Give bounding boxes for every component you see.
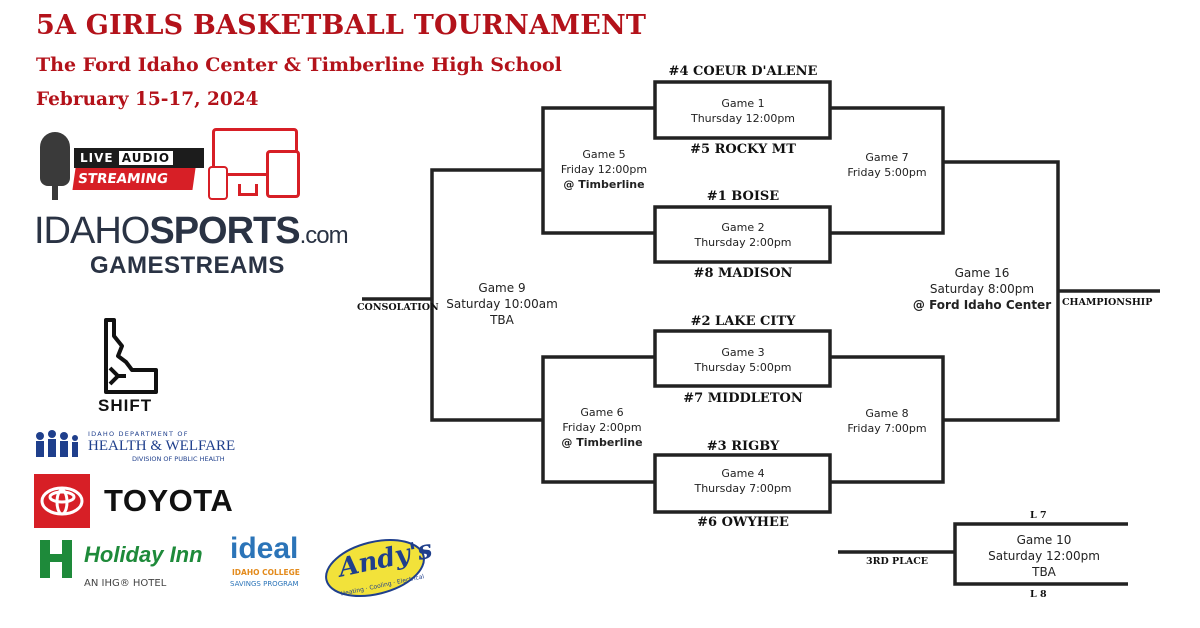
microphone-icon [40, 132, 70, 200]
game2-name: Game 2 [721, 221, 765, 234]
game4-name: Game 4 [721, 467, 765, 480]
hw-line3: DIVISION OF PUBLIC HEALTH [132, 455, 225, 463]
game7-time: Friday 5:00pm [847, 166, 927, 179]
shift-logo: SHIFT [92, 316, 172, 418]
holiday-inn-h-icon [40, 540, 72, 578]
game8-time: Friday 7:00pm [847, 422, 927, 435]
idaho-text: IDAHO [34, 210, 150, 252]
game1-time: Thursday 12:00pm [690, 112, 796, 125]
team-g4-bottom: #6 OWYHEE [697, 515, 789, 530]
live-audio-banner: LIVE AUDIO [74, 148, 204, 168]
sports-text: SPORTS [149, 210, 300, 252]
game3-info: Game 3 Thursday 5:00pm [694, 345, 791, 375]
game10-venue: TBA [1032, 565, 1056, 579]
live-audio-streaming-logo: LIVE AUDIO STREAMING [36, 128, 206, 202]
holiday-inn-logo: Holiday Inn AN IHG® HOTEL [34, 536, 216, 596]
game6-info: Game 6 Friday 2:00pm @ Timberline [561, 405, 642, 450]
team-g4-top: #3 RIGBY [706, 439, 780, 454]
hw-line2: HEALTH & WELFARE [88, 438, 236, 454]
game16-venue: @ Ford Idaho Center [912, 298, 1052, 312]
game7-info: Game 7 Friday 5:00pm [847, 150, 926, 180]
game10-bracket [953, 522, 1128, 586]
game16-time: Saturday 8:00pm [929, 282, 1035, 296]
game5-time: Friday 12:00pm [560, 163, 648, 176]
game9-venue: TBA [490, 313, 514, 327]
game16-name: Game 16 [954, 266, 1010, 280]
game4-time: Thursday 7:00pm [694, 482, 792, 495]
tablet-icon [266, 150, 300, 198]
holiday-inn-subtext: AN IHG® HOTEL [84, 578, 167, 589]
monitor-stand-icon [238, 184, 258, 196]
audio-text: AUDIO [118, 151, 174, 165]
game6-name: Game 6 [580, 406, 624, 419]
game9-bracket [430, 168, 543, 422]
game6-time: Friday 2:00pm [562, 421, 642, 434]
ideal-subtext2: SAVINGS PROGRAM [230, 580, 299, 588]
ideal-logo: ideal IDAHO COLLEGE SAVINGS PROGRAM [226, 532, 310, 598]
game5-info: Game 5 Friday 12:00pm @ Timberline [561, 147, 647, 192]
game16-info: Game 16 Saturday 8:00pm @ Ford Idaho Cen… [913, 265, 1051, 313]
game1-box [653, 80, 832, 140]
health-welfare-logo: IDAHO DEPARTMENT OF HEALTH & WELFARE DIV… [32, 428, 236, 466]
team-g1-top: #4 COEUR D'ALENE [668, 64, 818, 79]
consolation-label: CONSOLATION [357, 302, 439, 313]
game4-box [653, 453, 832, 514]
venue-subtitle: The Ford Idaho Center & Timberline High … [36, 54, 562, 76]
live-text: LIVE [80, 151, 114, 165]
holiday-inn-text: Holiday Inn [84, 542, 203, 567]
game5-name: Game 5 [582, 148, 626, 161]
game7-bracket [830, 106, 945, 235]
loser-game7-label: L 7 [1030, 510, 1047, 521]
game5-venue: @ Timberline [563, 178, 645, 191]
people-icon [36, 430, 78, 457]
game8-info: Game 8 Friday 7:00pm [847, 406, 926, 436]
championship-label: CHAMPIONSHIP [1062, 297, 1153, 308]
toyota-logo: TOYOTA [34, 474, 244, 528]
andys-logo: Andy's Heating · Cooling · Electrical [322, 532, 435, 604]
game3-time: Thursday 5:00pm [694, 361, 792, 374]
game10-time: Saturday 12:00pm [988, 549, 1100, 563]
game2-time: Thursday 2:00pm [694, 236, 792, 249]
game4-info: Game 4 Thursday 7:00pm [694, 466, 791, 496]
game10-name: Game 10 [1016, 533, 1072, 547]
team-g3-bottom: #7 MIDDLETON [683, 391, 803, 406]
team-g3-top: #2 LAKE CITY [690, 314, 796, 329]
andys-badge-icon [325, 539, 425, 597]
ideal-subtext1: IDAHO COLLEGE [232, 568, 300, 577]
dates-subtitle: February 15-17, 2024 [36, 89, 259, 110]
team-g2-bottom: #8 MADISON [693, 266, 793, 281]
idaho-sports-logo: IDAHOSPORTS.com GAMESTREAMS [34, 210, 349, 284]
game2-info: Game 2 Thursday 2:00pm [694, 220, 791, 250]
game2-box [653, 205, 832, 264]
idaho-sports-wordmark: IDAHOSPORTS.com [34, 210, 349, 253]
game9-info: Game 9 Saturday 10:00am TBA [446, 280, 558, 328]
page-title: 5A GIRLS BASKETBALL TOURNAMENT [36, 10, 647, 41]
loser-game8-label: L 8 [1030, 589, 1047, 600]
third-place-label: 3RD PLACE [866, 556, 929, 567]
gamestreams-text: GAMESTREAMS [90, 252, 285, 279]
phone-icon [208, 166, 228, 200]
idaho-state-icon [104, 318, 158, 394]
game10-info: Game 10 Saturday 12:00pm TBA [988, 532, 1100, 580]
game6-venue: @ Timberline [561, 436, 643, 449]
toyota-emblem-icon [34, 474, 90, 528]
team-g1-bottom: #5 ROCKY MT [690, 142, 796, 157]
game9-name: Game 9 [478, 281, 526, 295]
game7-name: Game 7 [865, 151, 909, 164]
shift-text: SHIFT [98, 396, 153, 415]
ideal-text: ideal [230, 532, 299, 565]
dotcom-text: .com [299, 222, 349, 249]
hw-line1: IDAHO DEPARTMENT OF [88, 430, 189, 438]
game9-time: Saturday 10:00am [446, 297, 558, 311]
toyota-text: TOYOTA [104, 483, 234, 518]
team-g2-top: #1 BOISE [706, 189, 780, 204]
game3-box [653, 329, 832, 388]
game1-info: Game 1 Thursday 12:00pm [691, 96, 795, 126]
devices-icon [208, 128, 304, 200]
game8-name: Game 8 [865, 407, 909, 420]
streaming-banner: STREAMING [72, 168, 196, 190]
game3-name: Game 3 [721, 346, 765, 359]
game1-name: Game 1 [721, 97, 765, 110]
